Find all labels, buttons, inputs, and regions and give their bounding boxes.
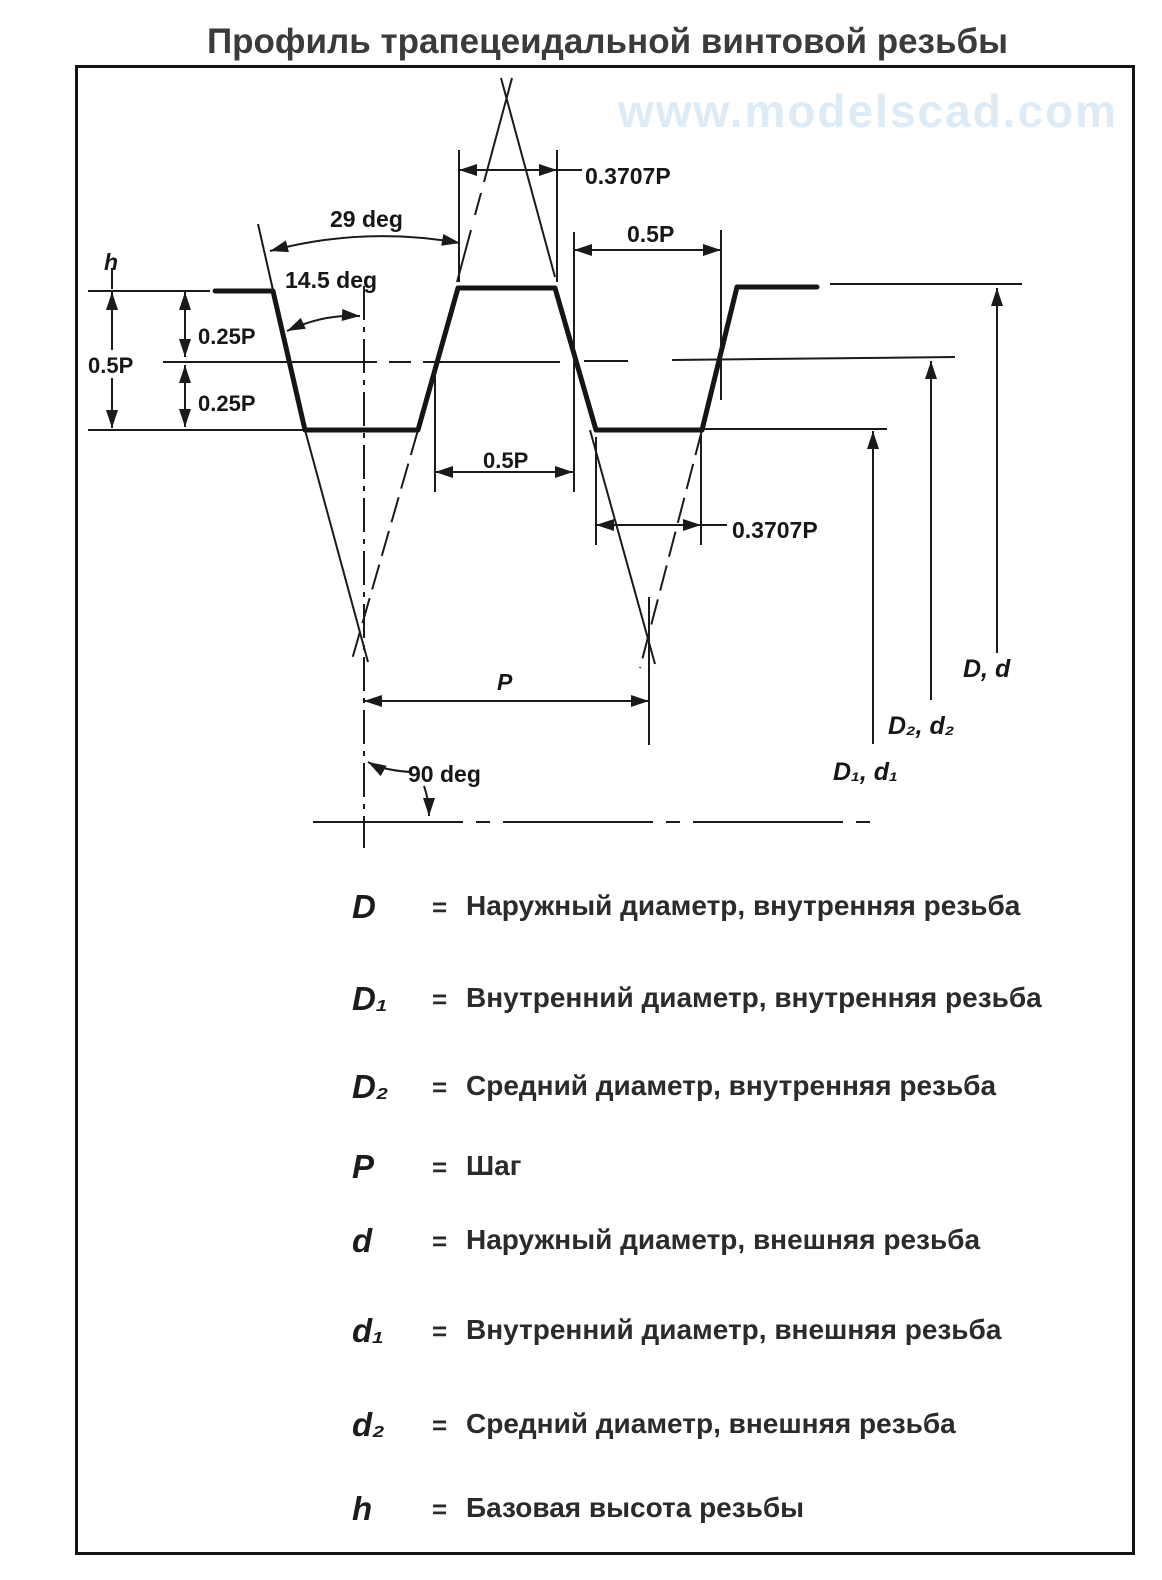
legend-label: Внутренний диаметр, внешняя резьба	[466, 1314, 1002, 1345]
legend-label: Наружный диаметр, внешняя резьба	[466, 1224, 981, 1255]
label-outer-diameter: D, d	[963, 655, 1011, 683]
legend-label: Наружный диаметр, внутренняя резьба	[466, 890, 1021, 921]
groove1-v-left	[304, 429, 369, 663]
diagram-labels: 0.3707P 0.5P 29 deg 14.5 deg h 0.25P 0.5…	[88, 163, 1011, 787]
legend-symbol: d₁	[352, 1312, 384, 1349]
page-title: Профиль трапецеидальной винтовой резьбы	[207, 22, 1008, 61]
watermark: www.modelscad.com	[618, 85, 1119, 137]
groove2-v-right-dashed	[639, 429, 703, 669]
groove2-v-left	[589, 429, 656, 665]
legend-symbol: D₂	[352, 1068, 389, 1105]
legend-symbol: P	[352, 1148, 375, 1185]
label-90deg: 90 deg	[408, 761, 481, 787]
drawing-border	[75, 65, 1135, 1555]
legend-label: Базовая высота резьбы	[466, 1492, 805, 1523]
label-pitch: P	[497, 669, 513, 695]
label-inner-diameter: D₁, d₁	[833, 758, 898, 786]
equals-sign: =	[432, 1226, 448, 1256]
label-05p-top: 0.5P	[627, 221, 674, 247]
equals-sign: =	[432, 1072, 448, 1102]
label-145deg: 14.5 deg	[285, 267, 377, 293]
equals-sign: =	[432, 1152, 448, 1182]
groove1-v-right-dashed	[350, 429, 419, 664]
equals-sign: =	[432, 1410, 448, 1440]
legend-symbol: h	[352, 1490, 373, 1527]
v-extension-right-flank	[500, 77, 556, 278]
label-29deg: 29 deg	[330, 206, 403, 232]
legend-label: Средний диаметр, внешняя резьба	[466, 1408, 956, 1439]
label-mean-diameter: D₂, d₂	[888, 712, 954, 740]
flank-extension-left-tooth	[257, 223, 274, 291]
label-025p-lower: 0.25P	[198, 391, 256, 416]
equals-sign: =	[432, 1316, 448, 1346]
v-extension-left-flank	[483, 77, 513, 183]
legend-symbol: d₂	[352, 1406, 385, 1443]
legend-symbol: D₁	[352, 980, 388, 1017]
label-05p-left: 0.5P	[88, 353, 133, 378]
legend-symbol: d	[352, 1222, 373, 1259]
equals-sign: =	[432, 1494, 448, 1524]
legend-label: Шаг	[466, 1150, 522, 1181]
legend-label: Средний диаметр, внутренняя резьба	[466, 1070, 997, 1101]
arc-145deg	[286, 309, 361, 332]
legend-label: Внутренний диаметр, внутренняя резьба	[466, 982, 1042, 1013]
label-03707p-top: 0.3707P	[585, 163, 671, 189]
equals-sign: =	[432, 892, 448, 922]
legend-symbol: D	[352, 888, 376, 925]
label-025p-upper: 0.25P	[198, 324, 256, 349]
arc-29deg	[269, 233, 461, 253]
pitch-line	[671, 356, 956, 361]
leader-90deg-to-axis	[422, 785, 435, 817]
label-03707p-bottom: 0.3707P	[732, 517, 818, 543]
v-extension-left-flank-dash	[474, 192, 482, 216]
equals-sign: =	[432, 984, 448, 1014]
dimension-lines	[106, 164, 1003, 817]
construction-lines	[88, 77, 1022, 848]
label-05p-mid: 0.5P	[483, 448, 528, 473]
leader-90deg-to-centerline	[367, 761, 411, 777]
label-h: h	[104, 249, 118, 275]
